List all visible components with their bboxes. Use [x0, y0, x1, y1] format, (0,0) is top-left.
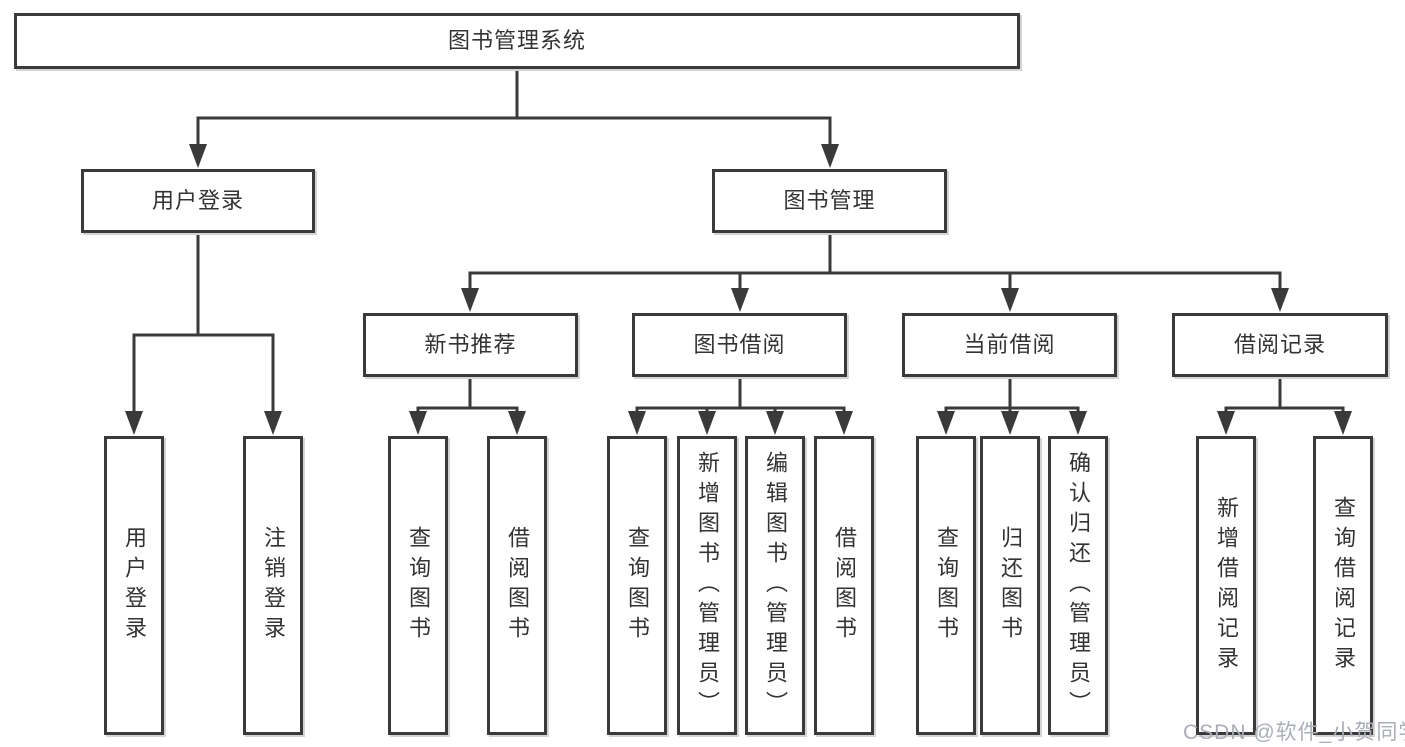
node-book-borrowing: 图书借阅	[632, 313, 847, 377]
leaf-edit-books-admin: 编辑图书（管理员）	[745, 436, 805, 735]
arrowheads	[125, 144, 1352, 435]
node-current-borrowing-label: 当前借阅	[963, 332, 1056, 357]
node-user-login-label: 用户登录	[151, 188, 244, 213]
node-new-book-recommend-label: 新书推荐	[424, 332, 517, 357]
leaf-add-borrow-record: 新增借阅记录	[1196, 436, 1256, 735]
node-book-management: 图书管理	[712, 169, 947, 233]
node-book-borrowing-label: 图书借阅	[693, 332, 786, 357]
node-user-login: 用户登录	[81, 169, 315, 233]
leaf-query-books-1: 查询图书	[388, 436, 448, 735]
leaf-add-books-admin: 新增图书（管理员）	[677, 436, 737, 735]
node-root: 图书管理系统	[14, 13, 1020, 69]
node-borrowing-records-label: 借阅记录	[1233, 332, 1326, 357]
node-book-management-label: 图书管理	[783, 188, 876, 213]
leaf-return-books: 归还图书	[980, 436, 1040, 735]
leaf-query-books-2: 查询图书	[607, 436, 667, 735]
leaf-logout: 注销登录	[243, 436, 303, 735]
leaf-borrow-books-2: 借阅图书	[814, 436, 874, 735]
node-borrowing-records: 借阅记录	[1172, 313, 1388, 377]
leaf-confirm-return-admin: 确认归还（管理员）	[1048, 436, 1108, 735]
leaf-query-books-3: 查询图书	[916, 436, 976, 735]
leaf-borrow-books-1: 借阅图书	[487, 436, 547, 735]
node-new-book-recommend: 新书推荐	[363, 313, 578, 377]
node-root-label: 图书管理系统	[447, 28, 586, 53]
node-current-borrowing: 当前借阅	[902, 313, 1117, 377]
leaf-query-borrow-record: 查询借阅记录	[1313, 436, 1373, 735]
leaf-user-login: 用户登录	[104, 436, 164, 735]
